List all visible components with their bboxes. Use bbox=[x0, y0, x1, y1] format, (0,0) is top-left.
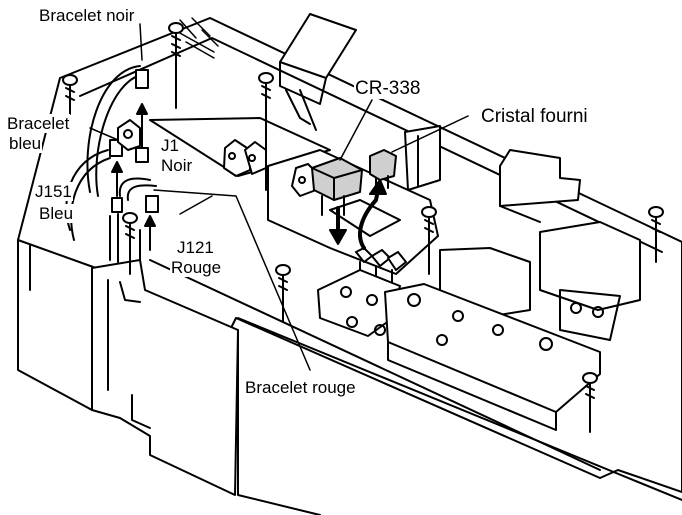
label-j1: J1 bbox=[161, 136, 179, 155]
leader-lines bbox=[89, 23, 469, 371]
front-panel bbox=[17, 239, 321, 515]
label-cristal-fourni: Cristal fourni bbox=[480, 106, 589, 127]
screw bbox=[258, 72, 274, 191]
screw bbox=[421, 206, 437, 275]
screw bbox=[648, 206, 664, 263]
label-bracelet-rouge: Bracelet rouge bbox=[244, 378, 357, 397]
screw bbox=[122, 212, 138, 275]
screw bbox=[275, 264, 291, 323]
label-bracelet-noir: Bracelet noir bbox=[38, 6, 136, 25]
hatched-corner bbox=[177, 17, 219, 59]
label-bracelet-bleu-1: Bracelet bbox=[6, 114, 71, 133]
ribbon-cable bbox=[279, 13, 357, 131]
label-j121-rouge: Rouge bbox=[170, 258, 223, 277]
label-j151-bleu: Bleu bbox=[38, 204, 75, 223]
cr338-crystal bbox=[311, 157, 363, 216]
screw bbox=[582, 372, 598, 433]
screws bbox=[62, 22, 664, 433]
label-j121: J121 bbox=[176, 238, 215, 257]
label-bracelet-bleu-2: bleu bbox=[8, 134, 43, 153]
label-cr338: CR-338 bbox=[354, 78, 422, 99]
wiring bbox=[65, 65, 159, 263]
label-j1-noir: Noir bbox=[161, 156, 193, 175]
bottom-plates bbox=[317, 269, 621, 431]
arrows bbox=[111, 103, 387, 251]
label-j151: J151 bbox=[34, 182, 73, 201]
